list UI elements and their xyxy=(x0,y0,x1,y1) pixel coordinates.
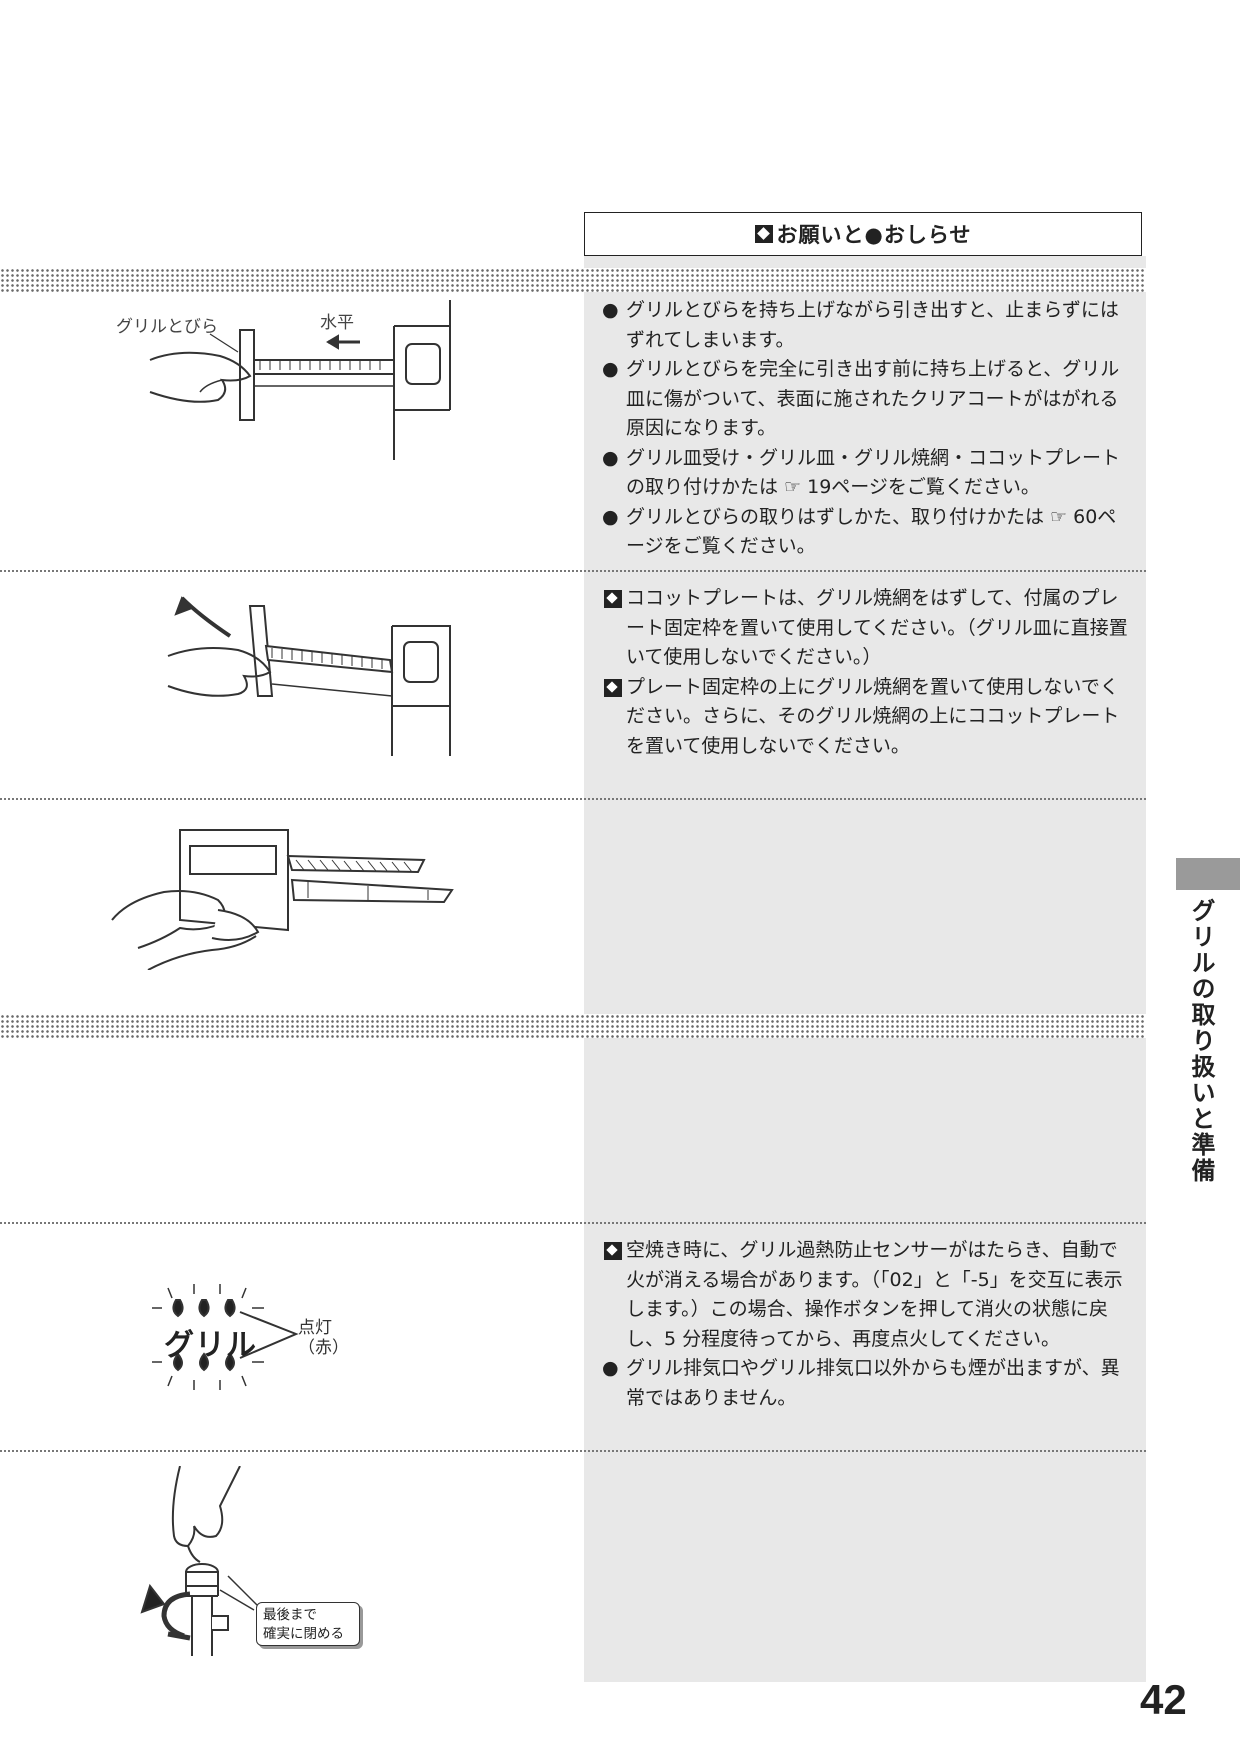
bullet-icon: ● xyxy=(602,446,619,469)
label-horizontal: 水平 xyxy=(320,313,354,333)
bullet-icon: ● xyxy=(602,505,619,528)
note-item: ●グリルとびらを完全に引き出す前に持ち上げると、グリル皿に傷がついて、表面に施さ… xyxy=(600,355,1130,444)
bullet-icon: ● xyxy=(602,358,619,380)
notes-section-2: ココットプレートは、グリル焼網をはずして、付属のプレート固定枠を置いて使用してく… xyxy=(600,584,1130,761)
note-item: ココットプレートは、グリル焼網をはずして、付属のプレート固定枠を置いて使用してく… xyxy=(600,584,1130,673)
illustration-pull-grill-horizontal: グリルとびら 水平 xyxy=(110,300,460,460)
section-divider-dotted-band xyxy=(0,1014,1146,1038)
note-item: 空焼き時に、グリル過熱防止センサーがはたらき、自動で火が消える場合があります。（… xyxy=(600,1236,1130,1354)
note-item: ●グリルとびらの取りはずしかた、取り付けかたは ☞ 60ページをご覧ください。 xyxy=(600,503,1130,562)
section-divider xyxy=(0,798,1146,800)
section-divider xyxy=(0,1222,1146,1224)
notes-section-3: 空焼き時に、グリル過熱防止センサーがはたらき、自動で火が消える場合があります。（… xyxy=(600,1236,1130,1413)
note-item: ●グリル排気口やグリル排気口以外からも煙が出ますが、異常ではありません。 xyxy=(600,1354,1130,1413)
diamond-icon xyxy=(604,1242,622,1260)
callout-close-fully: 最後まで 確実に閉める xyxy=(256,1602,360,1646)
bullet-icon: ● xyxy=(602,1357,619,1379)
illustration-grill-lamp-lit xyxy=(148,1282,308,1392)
note-item: ●グリルとびらを持ち上げながら引き出すと、止まらずにはずれてしまいます。 xyxy=(600,296,1130,355)
note-item: プレート固定枠の上にグリル焼網を置いて使用しないでください。さらに、そのグリル焼… xyxy=(600,673,1130,762)
illustration-lift-grill-door xyxy=(160,586,460,756)
chapter-tab xyxy=(1176,858,1240,890)
diamond-icon xyxy=(604,678,622,697)
lamp-status-label: 点灯 （赤） xyxy=(298,1318,349,1358)
page-number: 42 xyxy=(1140,1676,1187,1723)
notes-header: お願いと●おしらせ xyxy=(584,212,1142,256)
notes-column-background xyxy=(584,256,1146,1682)
illustration-grill-tray-pulled-out xyxy=(108,820,468,970)
note-item: ●グリル皿受け・グリル皿・グリル焼網・ココットプレートの取り付けかたは ☞ 19… xyxy=(600,444,1130,503)
section-divider xyxy=(0,570,1146,572)
illustration-close-gas-valve xyxy=(140,1466,370,1656)
diamond-icon xyxy=(604,590,622,608)
section-divider-dotted-band xyxy=(0,268,1146,292)
diamond-icon xyxy=(754,225,773,243)
label-grill-door: グリルとびら xyxy=(116,317,218,337)
grill-indicator-label: グリル xyxy=(164,1328,257,1363)
chapter-title: グリルの取り扱いと準備 xyxy=(1187,898,1216,1184)
notes-header-title: お願いと●おしらせ xyxy=(776,223,972,247)
bullet-icon: ● xyxy=(602,299,619,321)
notes-section-1: ●グリルとびらを持ち上げながら引き出すと、止まらずにはずれてしまいます。 ●グリ… xyxy=(600,296,1130,562)
section-divider xyxy=(0,1450,1146,1452)
